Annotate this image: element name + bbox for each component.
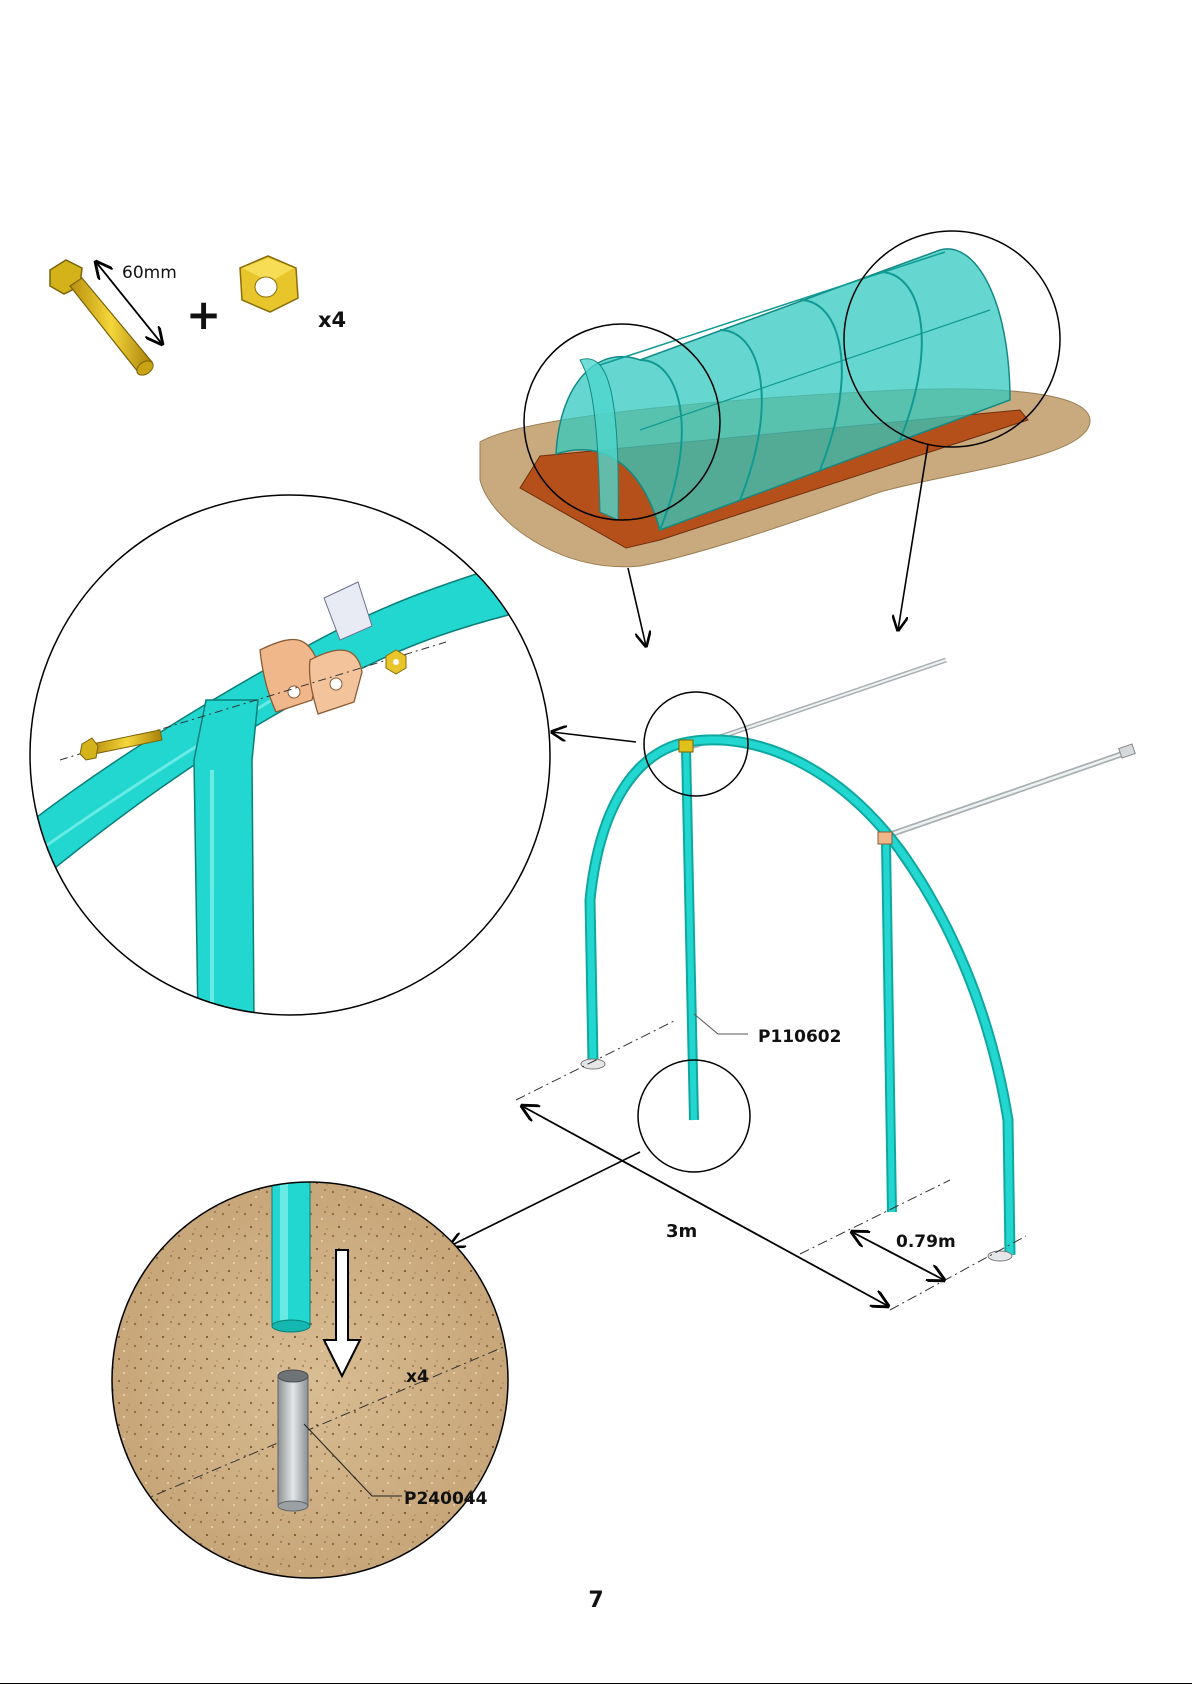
- page-number: 7: [0, 1588, 1192, 1613]
- greenhouse-overview: [480, 231, 1090, 567]
- ground-sleeve-tube: [278, 1376, 308, 1506]
- pointer-arrow-ground: [450, 1152, 640, 1246]
- footer-rule: [0, 1683, 1192, 1684]
- nut-icon: [240, 256, 298, 312]
- leader-frame-post: [694, 1014, 748, 1034]
- length-dimension-line: [522, 1106, 888, 1306]
- bolt-length-label: 60mm: [122, 263, 177, 283]
- hardware-group: 60mm + x4: [50, 256, 346, 378]
- hardware-quantity: x4: [318, 308, 346, 332]
- ground-detail-quantity: x4: [406, 1367, 429, 1387]
- bracket-detail-view: [20, 495, 550, 1020]
- pointer-arrow-joint: [552, 732, 636, 742]
- pointer-arrow-left: [628, 568, 646, 646]
- vertical-post-tube: [194, 700, 258, 1020]
- frame-assembly: [516, 660, 1135, 1310]
- part-label-frame-post: P110602: [758, 1027, 841, 1047]
- dimension-length-label: 3m: [666, 1221, 697, 1242]
- ground-sleeve-detail: x4 P240044: [100, 1170, 520, 1590]
- ground-post-tube: [272, 1170, 310, 1326]
- part-label-ground-sleeve: P240044: [404, 1489, 488, 1509]
- plus-sign: +: [186, 290, 221, 339]
- dimension-spacing-label: 0.79m: [896, 1232, 956, 1252]
